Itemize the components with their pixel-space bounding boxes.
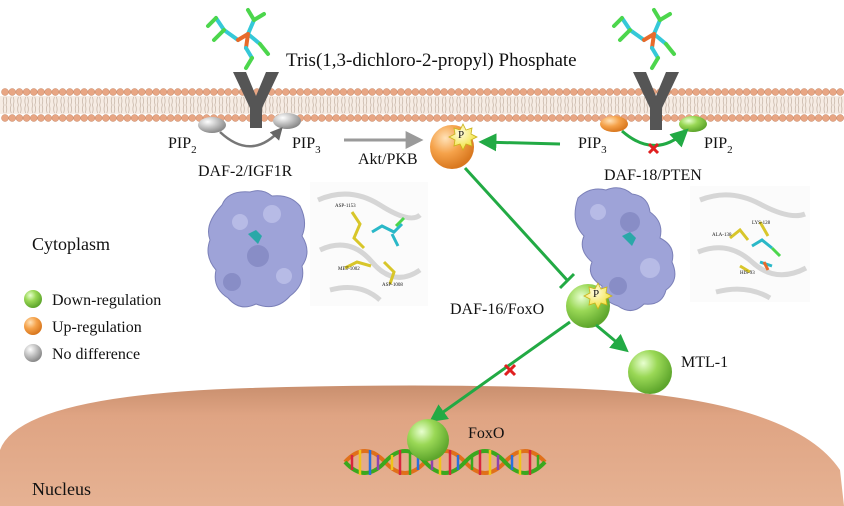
daf16-label: DAF-16/FoxO	[450, 301, 544, 318]
akt-label: Akt/PKB	[358, 151, 418, 168]
daf18-label: DAF-18/PTEN	[604, 167, 702, 184]
daf16-to-foxo-arrow	[429, 320, 571, 423]
daf2-conversion-arrow	[219, 127, 283, 148]
daf16-to-mtl1-arrow	[595, 323, 629, 353]
svg-text:ASP-1008: ASP-1008	[382, 283, 403, 288]
legend-down-swatch-icon	[24, 290, 42, 308]
pten-protein-surface-image	[574, 187, 676, 311]
legend-up-swatch-icon	[24, 317, 42, 335]
legend-nodiff-swatch-icon	[24, 344, 42, 362]
svg-text:HIS-93: HIS-93	[740, 271, 755, 276]
daf2-label: DAF-2/IGF1R	[198, 163, 293, 180]
pip3-left-label: PIP3	[292, 135, 321, 156]
daf16-phospho-badge: P	[583, 282, 613, 310]
daf18-conversion-arrow	[621, 128, 689, 148]
pip2-right-label: PIP2	[704, 135, 733, 156]
foxo-nucleus-node	[407, 419, 449, 461]
daf2-receptor-icon	[233, 72, 279, 128]
cytoplasm-label: Cytoplasm	[32, 234, 110, 254]
akt-phospho-badge: P	[448, 123, 478, 151]
svg-text:P: P	[593, 288, 599, 300]
legend-nodiff-label: No difference	[52, 346, 140, 363]
tdcipp-molecule-left-icon	[206, 8, 270, 70]
mtl1-label: MTL-1	[681, 354, 728, 371]
pip2-left-label: PIP2	[168, 135, 197, 156]
pip3-left-node	[273, 113, 301, 129]
akt-inhibits-daf16-line	[463, 166, 569, 282]
daf18-inhibited-mark-icon	[647, 142, 660, 155]
legend-up-label: Up-regulation	[52, 319, 142, 336]
pip3-right-node	[600, 116, 628, 132]
svg-text:MET-1002: MET-1002	[338, 267, 360, 272]
svg-text:ASP-1153: ASP-1153	[335, 204, 356, 209]
svg-text:LYS-128: LYS-128	[752, 221, 771, 226]
cell-membrane	[0, 88, 844, 122]
daf2-protein-surface-image	[207, 190, 308, 308]
pip2-right-node	[679, 116, 707, 132]
pip3-right-label: PIP3	[578, 135, 607, 156]
mtl1-node	[628, 350, 672, 394]
svg-text:ALA-138: ALA-138	[712, 233, 732, 238]
foxo-label: FoxO	[468, 425, 504, 442]
daf18-receptor-icon	[633, 72, 679, 130]
legend-down-label: Down-regulation	[52, 292, 161, 309]
legend: Down-regulation Up-regulation No differe…	[24, 290, 161, 363]
pten-to-akt-arrow	[478, 133, 561, 152]
tdcipp-molecule-right-icon	[612, 8, 676, 70]
compound-title: Tris(1,3-dichloro-2-propyl) Phosphate	[286, 50, 577, 71]
pten-docking-detail-image: ALA-138 LYS-128 HIS-93	[690, 186, 810, 302]
nucleus-label: Nucleus	[32, 479, 91, 499]
pip2-left-node	[198, 117, 226, 133]
translocation-blocked-mark-icon	[503, 363, 517, 377]
inhibit-bar	[558, 272, 576, 290]
daf2-docking-detail-image: ASP-1153 MET-1002 ASP-1008	[310, 182, 428, 306]
svg-text:P: P	[458, 129, 464, 141]
